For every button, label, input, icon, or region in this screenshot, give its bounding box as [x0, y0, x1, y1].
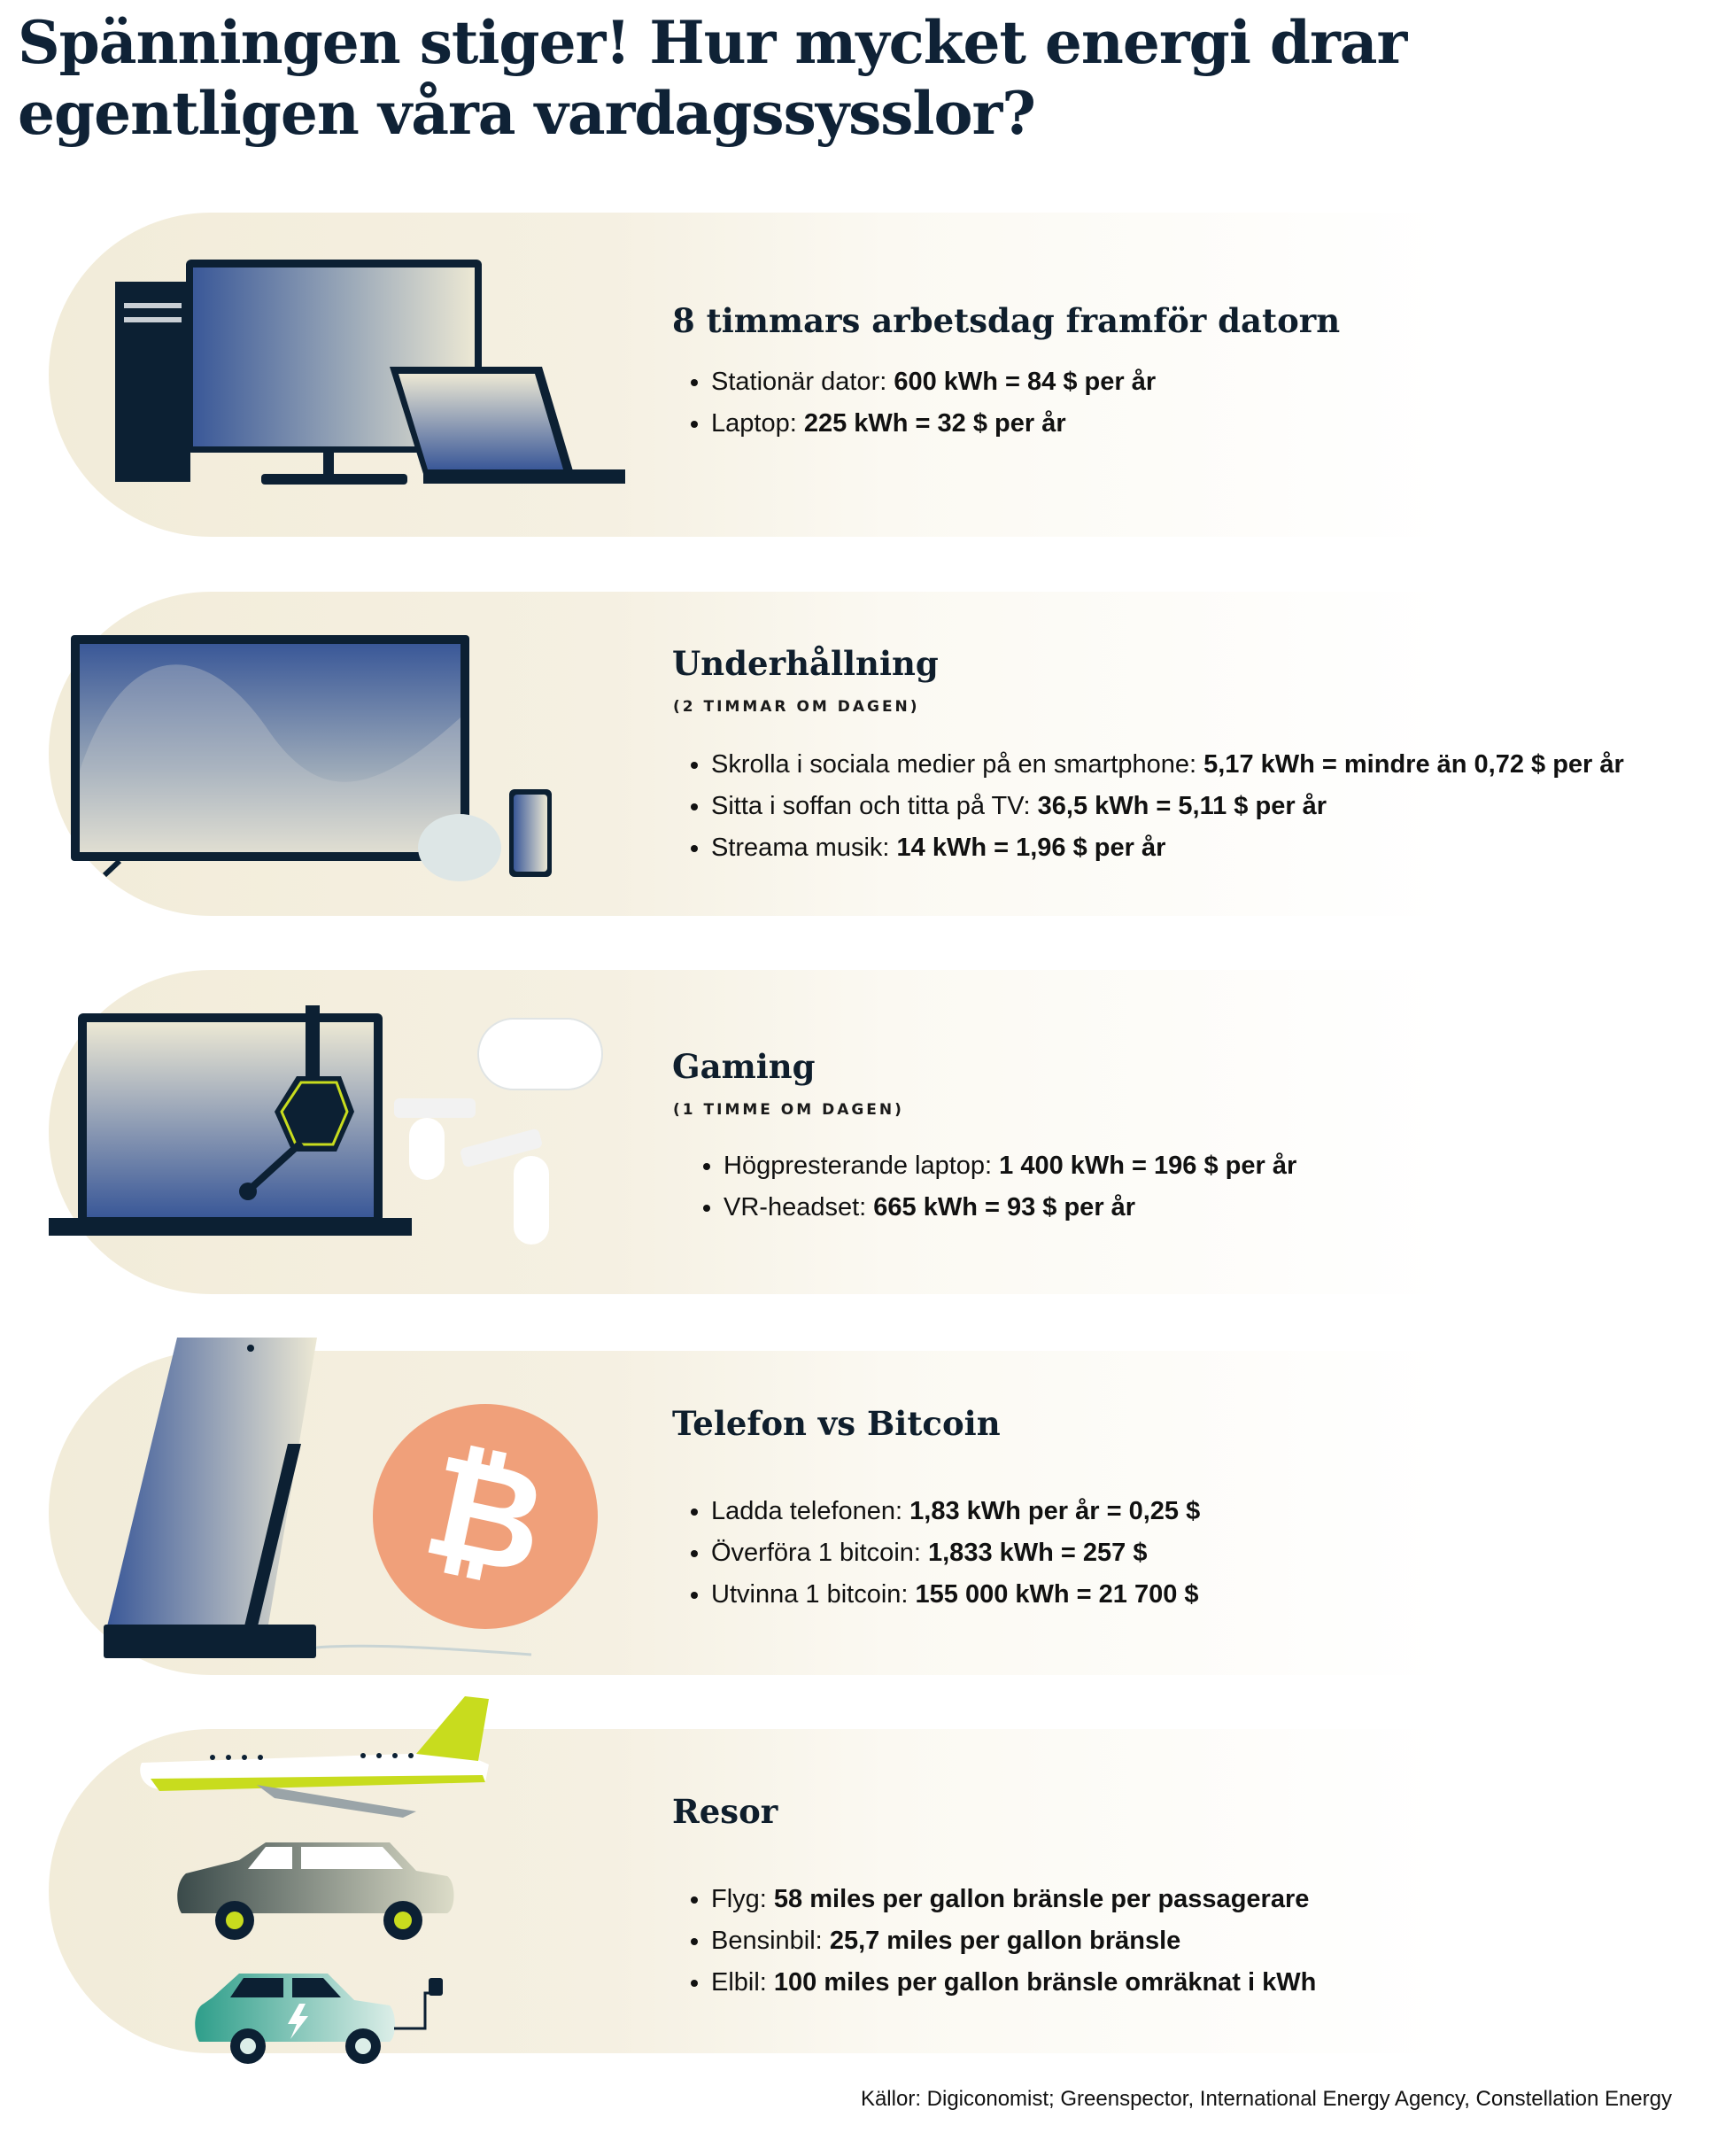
stat-charge-phone: Ladda telefonen: 1,83 kWh per år = 0,25 … — [711, 1491, 1200, 1532]
stats-list: Skrolla i sociala medier på en smartphon… — [672, 744, 1624, 869]
plane-car-ev-icon — [140, 1696, 489, 2064]
stats-list: Flyg: 58 miles per gallon bränsle per pa… — [672, 1879, 1316, 2004]
section-title: Resor — [672, 1792, 778, 1831]
section-title: Gaming — [672, 1047, 816, 1086]
stat-vr-headset: VR-headset: 665 kWh = 93 $ per år — [724, 1187, 1296, 1229]
title-line-1: Spänningen stiger! Hur mycket energi dra… — [18, 8, 1407, 77]
stat-tv: Sitta i soffan och titta på TV: 36,5 kWh… — [711, 786, 1624, 827]
stat-gas-car: Bensinbil: 25,7 miles per gallon bränsle — [711, 1920, 1316, 1962]
sources-footnote: Källor: Digiconomist; Greenspector, Inte… — [860, 2087, 1672, 2111]
section-subtitle: (2 TIMMAR OM DAGEN) — [673, 698, 920, 716]
section-title: 8 timmars arbetsdag framför datorn — [672, 301, 1341, 340]
stat-desktop: Stationär dator: 600 kWh = 84 $ per år — [711, 361, 1156, 403]
stat-flight: Flyg: 58 miles per gallon bränsle per pa… — [711, 1879, 1316, 1920]
stats-list: Högpresterande laptop: 1 400 kWh = 196 $… — [672, 1145, 1296, 1229]
stat-music: Streama musik: 14 kWh = 1,96 $ per år — [711, 827, 1624, 869]
stat-mine-bitcoin: Utvinna 1 bitcoin: 155 000 kWh = 21 700 … — [711, 1574, 1200, 1616]
stat-electric-car: Elbil: 100 miles per gallon bränsle omrä… — [711, 1962, 1316, 2004]
tv-speaker-phone-icon — [71, 635, 552, 881]
phone-charger-bitcoin-icon: ₿ — [104, 1338, 598, 1658]
stats-list: Stationär dator: 600 kWh = 84 $ per år L… — [672, 361, 1156, 445]
section-title: Underhållning — [672, 644, 939, 683]
stat-laptop: Laptop: 225 kWh = 32 $ per år — [711, 403, 1156, 445]
stat-social-media: Skrolla i sociala medier på en smartphon… — [711, 744, 1624, 786]
stat-transfer-bitcoin: Överföra 1 bitcoin: 1,833 kWh = 257 $ — [711, 1532, 1200, 1574]
section-title: Telefon vs Bitcoin — [672, 1404, 1001, 1443]
title-line-2: egentligen våra vardagssysslor? — [18, 79, 1036, 148]
stat-gaming-laptop: Högpresterande laptop: 1 400 kWh = 196 $… — [724, 1145, 1296, 1187]
laptop-headset-vr-icon — [49, 1005, 603, 1245]
stats-list: Ladda telefonen: 1,83 kWh per år = 0,25 … — [672, 1491, 1200, 1616]
desktop-and-laptop-icon — [115, 260, 625, 485]
section-subtitle: (1 TIMME OM DAGEN) — [673, 1101, 904, 1119]
page-title: Spänningen stiger! Hur mycket energi dra… — [18, 0, 1407, 149]
